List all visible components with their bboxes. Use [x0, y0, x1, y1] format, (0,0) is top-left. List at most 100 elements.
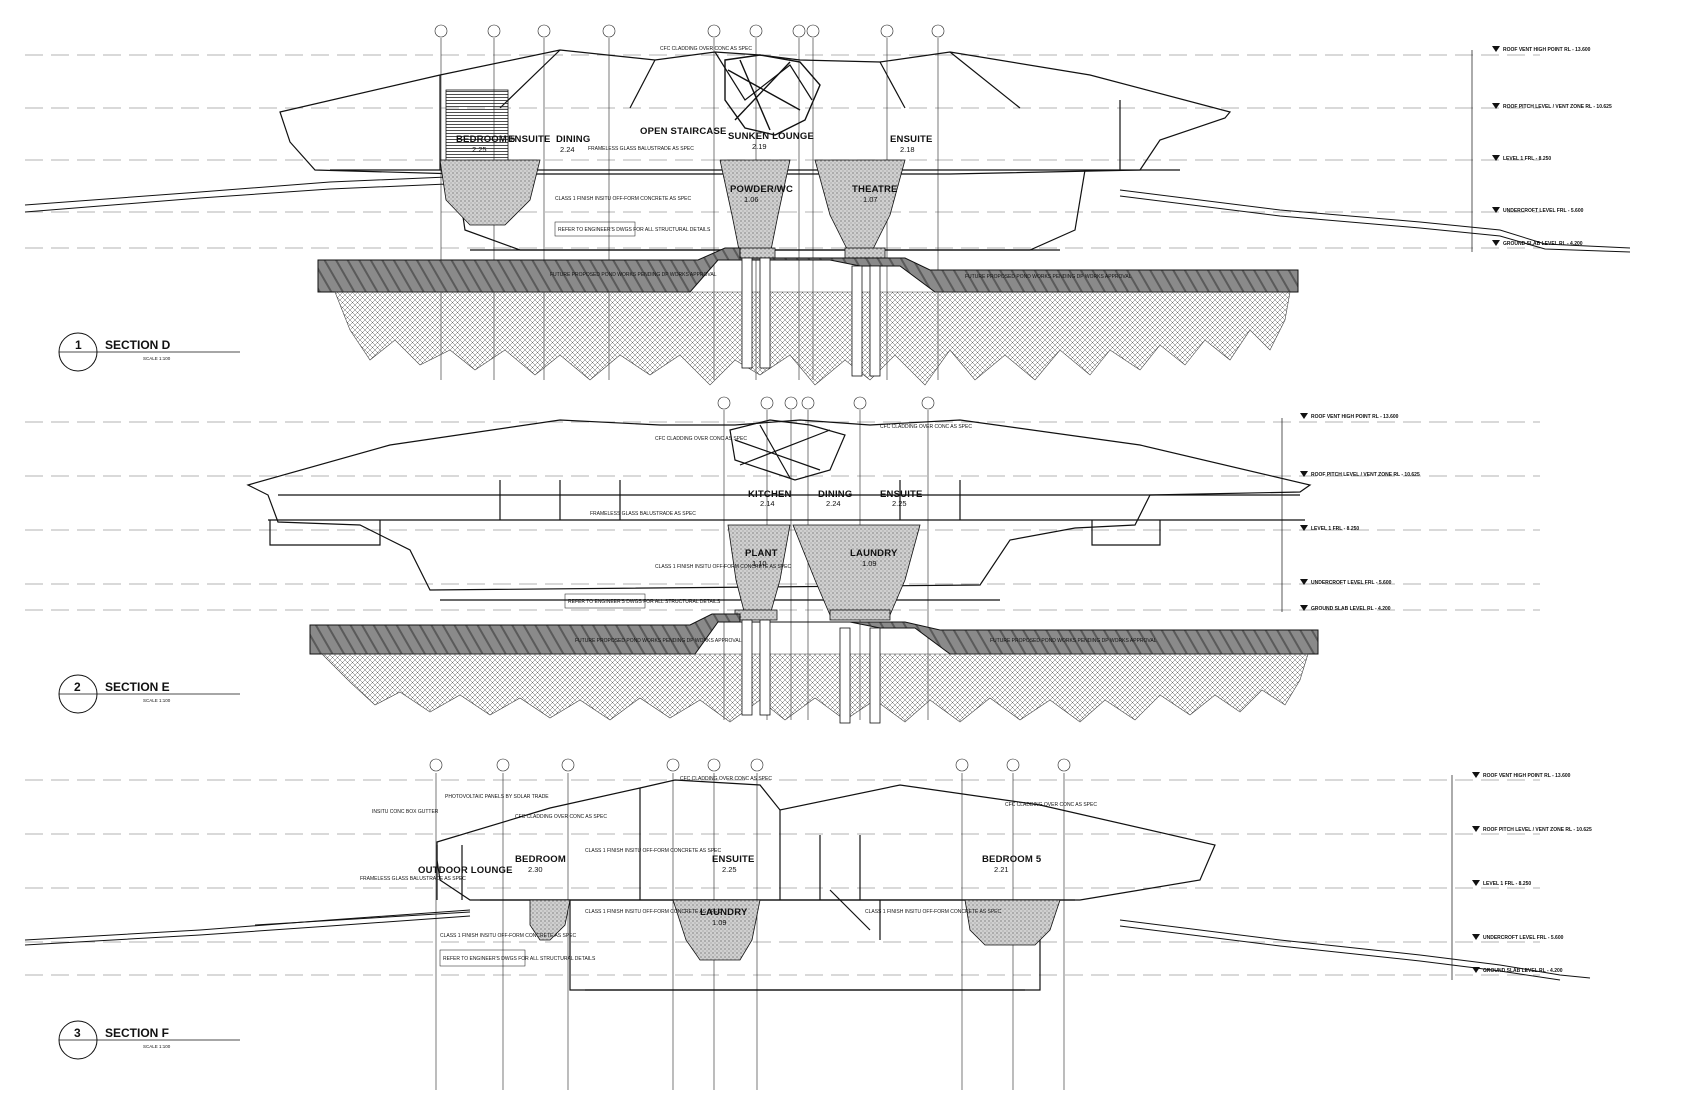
svg-text:2.25: 2.25	[892, 499, 907, 508]
svg-text:1.10: 1.10	[752, 559, 767, 568]
section-d-room-labels: BEDROOM 5 2.25 ENSUITE DINING 2.24 OPEN …	[456, 126, 933, 204]
svg-text:2.19: 2.19	[752, 142, 767, 151]
svg-text:REFER TO ENGINEER'S DWGS FOR A: REFER TO ENGINEER'S DWGS FOR ALL STRUCTU…	[568, 599, 721, 605]
svg-text:GROUND SLAB LEVEL RL - 4.200: GROUND SLAB LEVEL RL - 4.200	[1483, 968, 1563, 974]
svg-text:1.07: 1.07	[863, 195, 878, 204]
section-f-terrain	[24, 909, 1591, 981]
svg-text:CLASS 1 FINISH INSITU OFF-FORM: CLASS 1 FINISH INSITU OFF-FORM CONCRETE …	[655, 564, 792, 570]
section-e-room-dining: DINING	[818, 489, 852, 500]
svg-text:CLASS 1 FINISH INSITU OFF-FORM: CLASS 1 FINISH INSITU OFF-FORM CONCRETE …	[555, 196, 692, 202]
section-f-grid	[429, 758, 1071, 1090]
section-e-piers	[741, 619, 881, 724]
section-d-terrain	[24, 175, 1631, 253]
svg-text:CLASS 1 FINISH INSITU OFF-FORM: CLASS 1 FINISH INSITU OFF-FORM CONCRETE …	[865, 909, 1002, 915]
section-d-room-dining: DINING	[556, 134, 590, 145]
svg-text:2.14: 2.14	[760, 499, 775, 508]
svg-text:INSITU CONC BOX GUTTER: INSITU CONC BOX GUTTER	[372, 809, 439, 815]
svg-text:CFC CLADDING OVER CONC AS SPEC: CFC CLADDING OVER CONC AS SPEC	[655, 436, 747, 442]
section-f-room-outdoor-lounge: OUTDOOR LOUNGE	[418, 865, 513, 876]
svg-text:GROUND SLAB LEVEL RL - 4.200: GROUND SLAB LEVEL RL - 4.200	[1503, 241, 1583, 247]
svg-text:ROOF PITCH LEVEL / VENT ZONE R: ROOF PITCH LEVEL / VENT ZONE RL - 10.625	[1311, 472, 1420, 478]
svg-text:1.09: 1.09	[862, 559, 877, 568]
section-d: BEDROOM 5 2.25 ENSUITE DINING 2.24 OPEN …	[24, 24, 1631, 386]
svg-text:1.06: 1.06	[744, 195, 759, 204]
section-e-room-ensuite: ENSUITE	[880, 489, 923, 500]
svg-text:2.30: 2.30	[528, 865, 543, 874]
svg-text:CFC CLADDING OVER CONC AS SPEC: CFC CLADDING OVER CONC AS SPEC	[660, 46, 752, 52]
svg-text:SCALE 1:100: SCALE 1:100	[143, 1044, 171, 1049]
section-f-title-block: 3 SECTION F SCALE 1:100	[58, 1020, 240, 1060]
svg-text:2.25: 2.25	[472, 145, 487, 154]
svg-text:2.24: 2.24	[560, 145, 575, 154]
svg-text:LEVEL 1 FRL - 8.250: LEVEL 1 FRL - 8.250	[1311, 526, 1359, 532]
svg-text:2.25: 2.25	[722, 865, 737, 874]
section-d-piers	[741, 257, 881, 377]
svg-text:FRAMELESS GLASS BALUSTRADE AS: FRAMELESS GLASS BALUSTRADE AS SPEC	[590, 511, 696, 517]
svg-text:FRAMELESS GLASS BALUSTRADE AS: FRAMELESS GLASS BALUSTRADE AS SPEC	[360, 876, 466, 882]
svg-text:REFER TO ENGINEER'S DWGS FOR A: REFER TO ENGINEER'S DWGS FOR ALL STRUCTU…	[443, 956, 596, 962]
svg-text:ROOF VENT HIGH POINT RL - 13.6: ROOF VENT HIGH POINT RL - 13.600	[1503, 47, 1591, 53]
svg-text:UNDERCROFT LEVEL FRL - 5.600: UNDERCROFT LEVEL FRL - 5.600	[1503, 208, 1584, 214]
svg-text:CLASS 1 FINISH INSITU OFF-FORM: CLASS 1 FINISH INSITU OFF-FORM CONCRETE …	[585, 848, 722, 854]
section-e-room-labels: KITCHEN 2.14 DINING 2.24 ENSUITE 2.25 PL…	[745, 489, 923, 568]
section-f: OUTDOOR LOUNGE BEDROOM 2.30 ENSUITE 2.25…	[24, 758, 1592, 1090]
section-d-title: SECTION D	[105, 338, 171, 352]
svg-text:FUTURE PROPOSED POND WORKS PEN: FUTURE PROPOSED POND WORKS PENDING DP WO…	[965, 274, 1132, 280]
section-e-room-plant: PLANT	[745, 548, 778, 559]
svg-text:SCALE 1:100: SCALE 1:100	[143, 356, 171, 361]
section-f-room-bedroom-1: BEDROOM	[515, 854, 566, 865]
section-f-level-markers: ROOF VENT HIGH POINT RL - 13.600 ROOF PI…	[1451, 772, 1592, 980]
section-e-structure	[727, 524, 921, 621]
section-e-earth	[321, 653, 1309, 723]
section-d-grid	[434, 24, 945, 380]
section-f-room-bedroom-2: BEDROOM 5	[982, 854, 1042, 865]
section-f-number: 3	[74, 1026, 81, 1040]
section-e-notes: CFC CLADDING OVER CONC AS SPEC CFC CLADD…	[564, 424, 1157, 644]
section-d-number: 1	[75, 338, 82, 352]
section-f-notes: INSITU CONC BOX GUTTER PHOTOVOLTAIC PANE…	[360, 776, 1097, 967]
svg-text:2.18: 2.18	[900, 145, 915, 154]
section-d-earth	[334, 291, 1291, 386]
svg-text:CFC CLADDING OVER CONC AS SPEC: CFC CLADDING OVER CONC AS SPEC	[1005, 802, 1097, 808]
section-d-louvre	[445, 89, 509, 163]
svg-text:CLASS 1 FINISH INSITU OFF-FORM: CLASS 1 FINISH INSITU OFF-FORM CONCRETE …	[440, 933, 577, 939]
svg-text:GROUND SLAB LEVEL RL - 4.200: GROUND SLAB LEVEL RL - 4.200	[1311, 606, 1391, 612]
section-d-title-block: 1 SECTION D SCALE 1:100	[58, 332, 240, 372]
section-e-level-markers: ROOF VENT HIGH POINT RL - 13.600 ROOF PI…	[1281, 413, 1420, 612]
section-d-room-ensuite-1: ENSUITE	[508, 134, 551, 145]
section-f-structure	[529, 899, 1061, 961]
svg-text:ROOF VENT HIGH POINT RL - 13.6: ROOF VENT HIGH POINT RL - 13.600	[1483, 773, 1571, 779]
section-f-room-labels: OUTDOOR LOUNGE BEDROOM 2.30 ENSUITE 2.25…	[418, 854, 1042, 927]
svg-text:ROOF PITCH LEVEL / VENT ZONE R: ROOF PITCH LEVEL / VENT ZONE RL - 10.625	[1503, 104, 1612, 110]
section-d-level-markers: ROOF VENT HIGH POINT RL - 13.600 ROOF PI…	[1471, 46, 1612, 252]
section-e-room-kitchen: KITCHEN	[748, 489, 792, 500]
section-e-pond-slab	[309, 613, 1319, 655]
svg-text:FRAMELESS GLASS BALUSTRADE AS: FRAMELESS GLASS BALUSTRADE AS SPEC	[588, 146, 694, 152]
section-e-room-laundry: LAUNDRY	[850, 548, 898, 559]
svg-text:CFC CLADDING OVER CONC AS SPEC: CFC CLADDING OVER CONC AS SPEC	[680, 776, 772, 782]
svg-text:ROOF VENT HIGH POINT RL - 13.6: ROOF VENT HIGH POINT RL - 13.600	[1311, 414, 1399, 420]
section-d-notes: CFC CLADDING OVER CONC AS SPEC FRAMELESS…	[550, 46, 1132, 280]
section-d-room-ensuite-2: ENSUITE	[890, 134, 933, 145]
section-d-room-powder: POWDER/WC	[730, 184, 793, 195]
section-e-building	[246, 419, 1312, 601]
svg-text:PHOTOVOLTAIC PANELS BY SOLAR T: PHOTOVOLTAIC PANELS BY SOLAR TRADE	[445, 794, 549, 800]
svg-text:LEVEL 1 FRL - 8.250: LEVEL 1 FRL - 8.250	[1483, 881, 1531, 887]
svg-text:ROOF PITCH LEVEL / VENT ZONE R: ROOF PITCH LEVEL / VENT ZONE RL - 10.625	[1483, 827, 1592, 833]
svg-text:FUTURE PROPOSED POND WORKS PEN: FUTURE PROPOSED POND WORKS PENDING DP WO…	[990, 638, 1157, 644]
svg-text:2.24: 2.24	[826, 499, 841, 508]
section-f-level-lines	[25, 779, 1540, 976]
section-e-title-block: 2 SECTION E SCALE 1:100	[58, 674, 240, 714]
svg-text:SCALE 1:100: SCALE 1:100	[143, 698, 171, 703]
svg-text:CLASS 1 FINISH INSITU OFF-FORM: CLASS 1 FINISH INSITU OFF-FORM CONCRETE …	[585, 909, 722, 915]
section-e-number: 2	[74, 680, 81, 694]
section-d-room-theatre: THEATRE	[852, 184, 898, 195]
section-d-structure	[439, 159, 906, 259]
svg-text:FUTURE PROPOSED POND WORKS PEN: FUTURE PROPOSED POND WORKS PENDING DP WO…	[550, 272, 717, 278]
section-f-building	[436, 779, 1216, 991]
section-d-vent-structure	[724, 54, 821, 136]
svg-text:CFC CLADDING OVER CONC AS SPEC: CFC CLADDING OVER CONC AS SPEC	[880, 424, 972, 430]
section-d-pond-slab	[317, 247, 1299, 293]
section-e: KITCHEN 2.14 DINING 2.24 ENSUITE 2.25 PL…	[25, 396, 1540, 724]
